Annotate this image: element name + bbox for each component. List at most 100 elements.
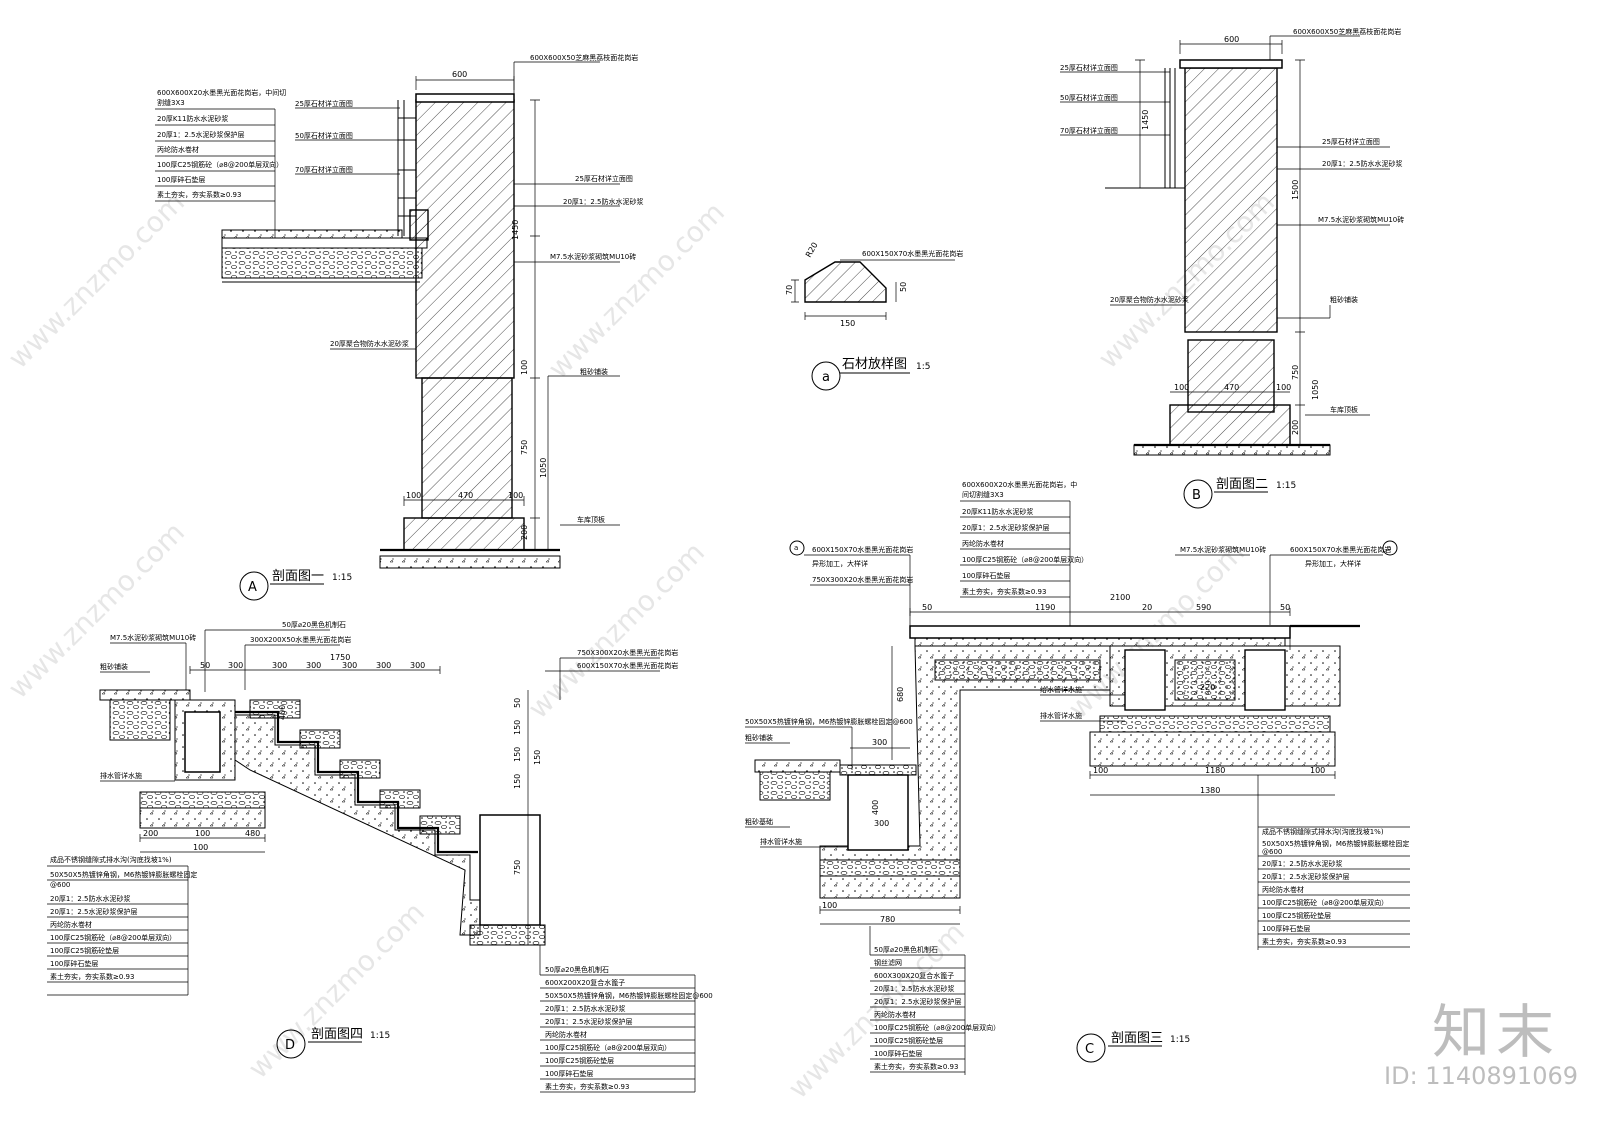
label: 600X150X70水墨黑光面花岗岩 — [1290, 545, 1391, 554]
section-title: 剖面图三 — [1111, 1031, 1163, 1046]
label: 20厚聚合物防水水泥砂浆 — [1110, 295, 1189, 304]
label: 20厚聚合物防水水泥砂浆 — [330, 339, 409, 348]
note: 20厚1：2.5水泥砂浆保护层 — [157, 130, 245, 139]
label: 70厚石材详立面图 — [1060, 126, 1118, 135]
dim-label: 1450 — [1141, 110, 1150, 130]
dim-label: 1500 — [1291, 180, 1300, 200]
dim-label: 1750 — [330, 653, 350, 662]
dim-label: 200 — [1291, 420, 1300, 435]
section-c-top-notes: 600X600X20水墨黑光面花岗岩，中 间切割缝3X3 20厚K11防水水泥砂… — [960, 480, 1088, 632]
label: 20厚1：2.5防水水泥砂浆 — [563, 197, 644, 206]
label: 600X150X70水墨黑光面花岗岩 — [862, 249, 963, 258]
note: 50厚⌀20黑色机制石 — [545, 965, 609, 974]
detail-ref-left — [789, 540, 805, 556]
watermark-text: www.znzmo.com — [542, 196, 731, 385]
label: 600X150X70水墨黑光面花岗岩 — [577, 661, 678, 670]
section-d-notes-right: 50厚⌀20黑色机制石 600X200X20复合水篦子 50X50X5热镀锌角钢… — [539, 945, 713, 1093]
dim-label: 1380 — [1200, 786, 1220, 795]
dim-label: 200 — [143, 829, 158, 838]
ref-letter: a — [1387, 544, 1391, 552]
note: 100厚碎石垫层 — [962, 571, 1010, 580]
dim-label: 50 — [1280, 603, 1290, 612]
note: 20厚K11防水水泥砂浆 — [157, 114, 228, 123]
dim-label: 300 — [306, 661, 321, 670]
label: 车库顶板 — [577, 515, 605, 524]
note: 20厚1：2.5水泥砂浆保护层 — [50, 907, 138, 916]
label: 600X600X50芝麻黑荔枝面花岗岩 — [530, 53, 638, 62]
note: 100厚碎石垫层 — [874, 1049, 922, 1058]
note: 100厚C25钢筋砼垫层 — [545, 1056, 614, 1065]
note: 20厚K11防水水泥砂浆 — [962, 507, 1033, 516]
section-c-notes-right: 成品不锈钢缝隙式排水沟(沟底找坡1%) 50X50X5热镀锌角钢，M6热镀锌膨胀… — [1257, 775, 1410, 950]
dim-label: 150 — [513, 774, 522, 789]
label: 粗砂铺装 — [1330, 295, 1358, 304]
label: 20厚1：2.5防水水泥砂浆 — [1322, 159, 1403, 168]
section-b: 600 1500 750 1050 200 1450 100 470 100 6… — [1060, 27, 1404, 509]
note: 丙纶防水卷材 — [962, 539, 1004, 548]
section-scale: 1:15 — [332, 573, 352, 583]
dim-label: 50 — [922, 603, 932, 612]
dim-label: 1450 — [511, 220, 520, 240]
detail-ref-right — [1382, 540, 1398, 556]
dim-label: 100 — [1093, 766, 1108, 775]
label: 750X300X20水墨黑光面花岗岩 — [577, 648, 678, 657]
note: 成品不锈钢缝隙式排水沟(沟底找坡1%) — [50, 855, 172, 864]
section-badge — [1183, 479, 1213, 509]
label: 600X600X50芝麻黑荔枝面花岗岩 — [1293, 27, 1401, 36]
note: 20厚1：2.5水泥砂浆保护层 — [1262, 872, 1350, 881]
watermark-text: www.znzmo.com — [242, 896, 431, 1085]
note: 成品不锈钢缝隙式排水沟(沟底找坡1%) — [1262, 827, 1384, 836]
section-title: 剖面图一 — [272, 569, 324, 584]
note: 丙纶防水卷材 — [1262, 885, 1304, 894]
note: 20厚1：2.5水泥砂浆保护层 — [545, 1017, 633, 1026]
section-c: 600X600X20水墨黑光面花岗岩，中 间切割缝3X3 20厚K11防水水泥砂… — [745, 480, 1410, 1075]
dim-label: 100 — [193, 843, 208, 852]
dim-label: 1180 — [1205, 766, 1225, 775]
note: 600X600X20水墨黑光面花岗岩，中间切 — [157, 88, 286, 97]
note: 丙纶防水卷材 — [545, 1030, 587, 1039]
dim-label: 470 — [458, 491, 473, 500]
dim-label: 750 — [1291, 365, 1300, 380]
dim-label: 470 — [1224, 383, 1239, 392]
dim-label: 2100 — [1110, 593, 1130, 602]
dim-label: 100 — [822, 901, 837, 910]
footing — [403, 517, 525, 551]
badge-letter: B — [1192, 488, 1201, 503]
note: 50X50X5热镀锌角钢，M6热镀锌膨胀螺栓固定@600 — [545, 991, 713, 1000]
dim-label: 1190 — [1035, 603, 1055, 612]
section-title: 剖面图二 — [1216, 477, 1268, 492]
label: 25厚石材详立面图 — [1322, 137, 1380, 146]
note: 20厚1：2.5防水水泥砂浆 — [50, 894, 131, 903]
note: 100厚C25钢筋砼垫层 — [1262, 911, 1331, 920]
note: 素土夯实，夯实系数≥0.93 — [874, 1062, 958, 1071]
note: 丙纶防水卷材 — [874, 1010, 916, 1019]
label: 排水管详水施 — [1040, 711, 1082, 720]
dim-label: 300 — [410, 661, 425, 670]
dim-label: 300 — [272, 661, 287, 670]
dim-label: 400 — [871, 800, 880, 815]
label: 排水管详水施 — [760, 837, 802, 846]
label: 70厚石材详立面图 — [295, 165, 353, 174]
badge-letter: a — [822, 370, 830, 385]
note: 100厚C25钢筋砼（⌀8@200单层双向） — [157, 160, 283, 169]
label: M7.5水泥砂浆砌筑MU10砖 — [550, 252, 636, 261]
dim-label: 150 — [840, 319, 855, 328]
detail-title: 石材放样图 — [842, 357, 907, 372]
dim-label: 750 — [513, 860, 522, 875]
dim-label: 680 — [896, 687, 905, 702]
wall-upper — [415, 99, 515, 379]
note: 20厚1：2.5防水水泥砂浆 — [1262, 859, 1343, 868]
dim-label: 100 — [406, 491, 421, 500]
dim-label: 100 — [520, 360, 529, 375]
label: 300X200X50水墨黑光面花岗岩 — [250, 635, 351, 644]
note: 割缝3X3 — [157, 98, 185, 107]
watermark-text: www.znzmo.com — [2, 186, 191, 375]
note: 100厚C25钢筋砼垫层 — [50, 946, 119, 955]
note: 丙纶防水卷材 — [50, 920, 92, 929]
note: 素土夯实，夯实系数≥0.93 — [545, 1082, 629, 1091]
note: 素土夯实，夯实系数≥0.93 — [962, 587, 1046, 596]
section-badge — [239, 571, 269, 601]
note: 100厚C25钢筋砼（⌀8@200单层双向） — [545, 1043, 671, 1052]
